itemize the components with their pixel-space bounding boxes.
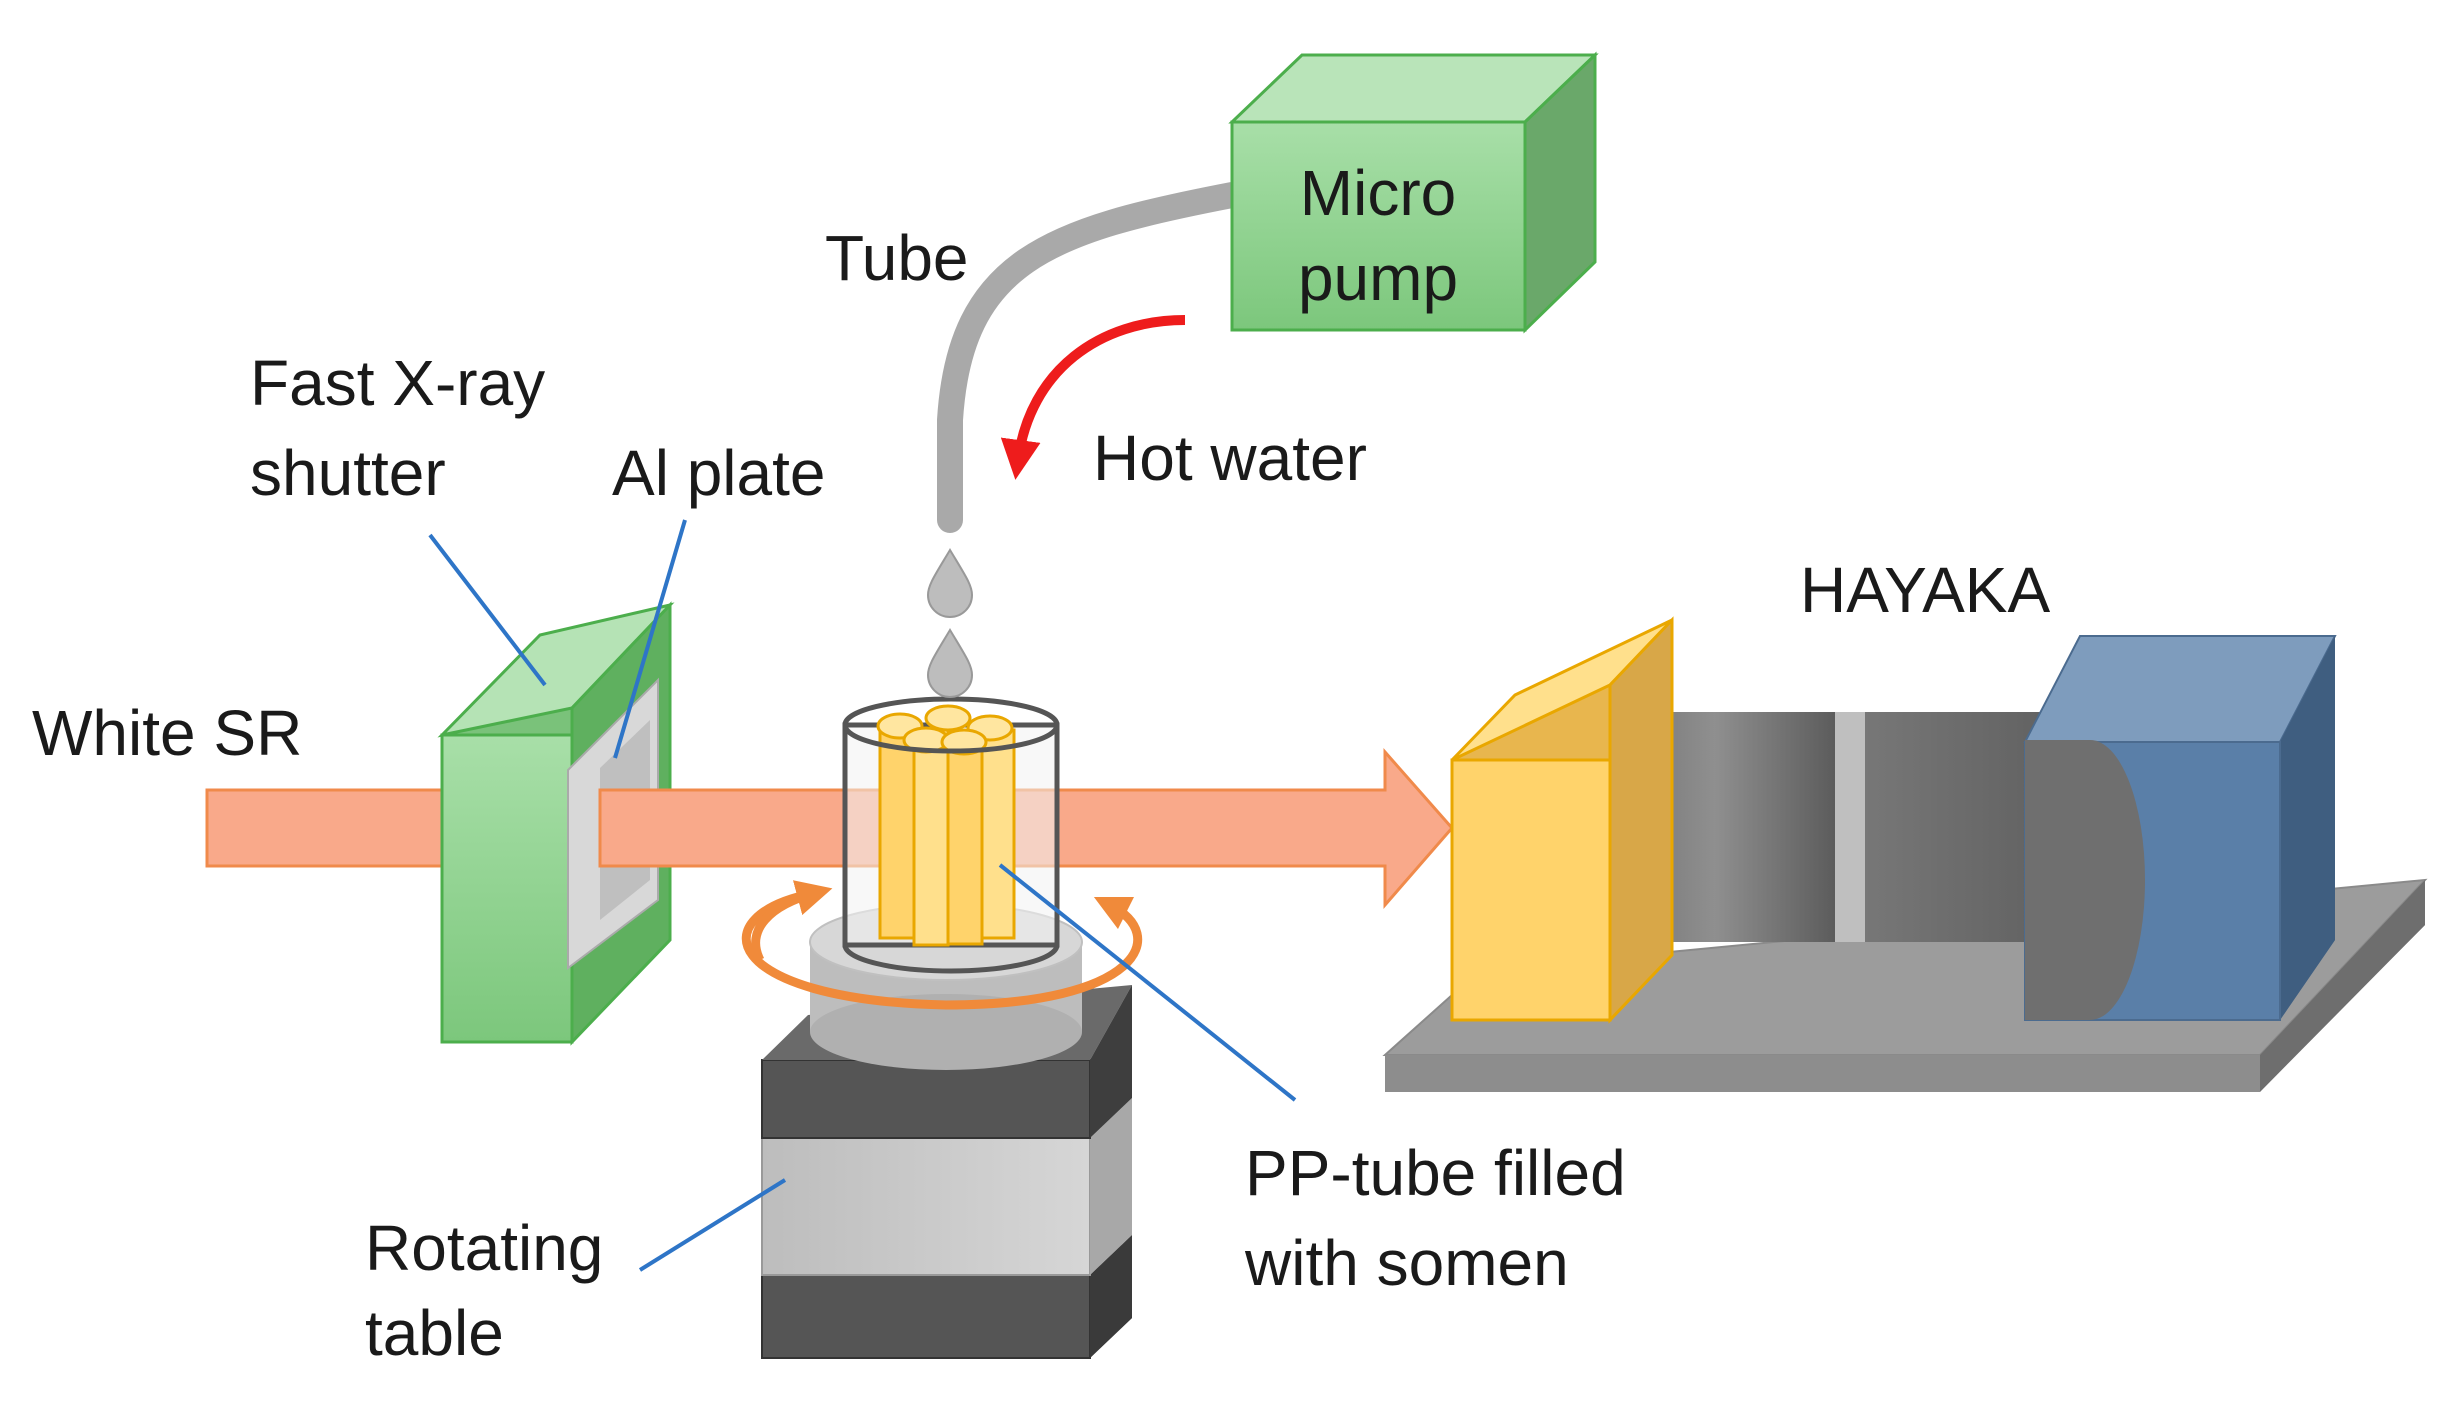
water-tube	[937, 182, 1245, 533]
white-sr-beam-left	[205, 788, 469, 868]
fast-xray-shutter-label-1: Fast X-ray	[250, 347, 545, 419]
pp-tube	[842, 696, 1060, 974]
fast-xray-shutter-label-2: shutter	[250, 437, 446, 509]
tube-label: Tube	[825, 222, 969, 294]
hot-water-label: Hot water	[1093, 422, 1367, 494]
hayaka-detector	[1450, 616, 2337, 1024]
water-drops	[926, 548, 974, 698]
micro-pump	[1228, 51, 1599, 334]
pp-tube-label-2: with somen	[1244, 1227, 1569, 1299]
rotating-table	[761, 903, 1132, 1359]
hot-water-arrow	[1000, 315, 1186, 480]
al-plate-label: Al plate	[612, 437, 825, 509]
micro-pump-label-1: Micro	[1300, 157, 1456, 229]
rotating-table-label-1: Rotating	[365, 1212, 603, 1284]
leader-lines	[428, 519, 1297, 1272]
hayaka-label: HAYAKA	[1800, 554, 2050, 626]
white-sr-label: White SR	[32, 697, 302, 769]
micro-pump-label-2: pump	[1298, 242, 1458, 314]
rotation-arrow	[741, 880, 1143, 1010]
rotating-table-label-2: table	[365, 1297, 504, 1369]
pp-tube-label-1: PP-tube filled	[1245, 1137, 1626, 1209]
